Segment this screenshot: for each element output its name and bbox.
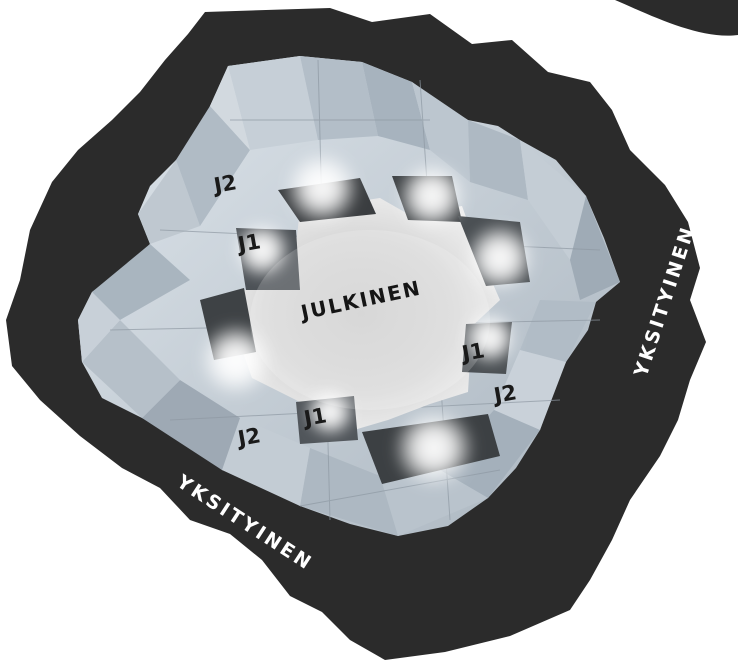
cell-label-j1-right: J1 xyxy=(460,338,486,366)
courtyard-haze xyxy=(250,230,490,410)
cell-label-j2-bottom-left: J2 xyxy=(236,423,262,451)
cell-label-j1-bottom: J1 xyxy=(302,403,328,431)
cell-label-j1-top-left: J1 xyxy=(236,229,262,257)
cell-label-j2-right: J2 xyxy=(492,380,518,408)
cell-label-j2-top-left: J2 xyxy=(212,170,238,198)
dark-corner-shape xyxy=(615,0,738,36)
